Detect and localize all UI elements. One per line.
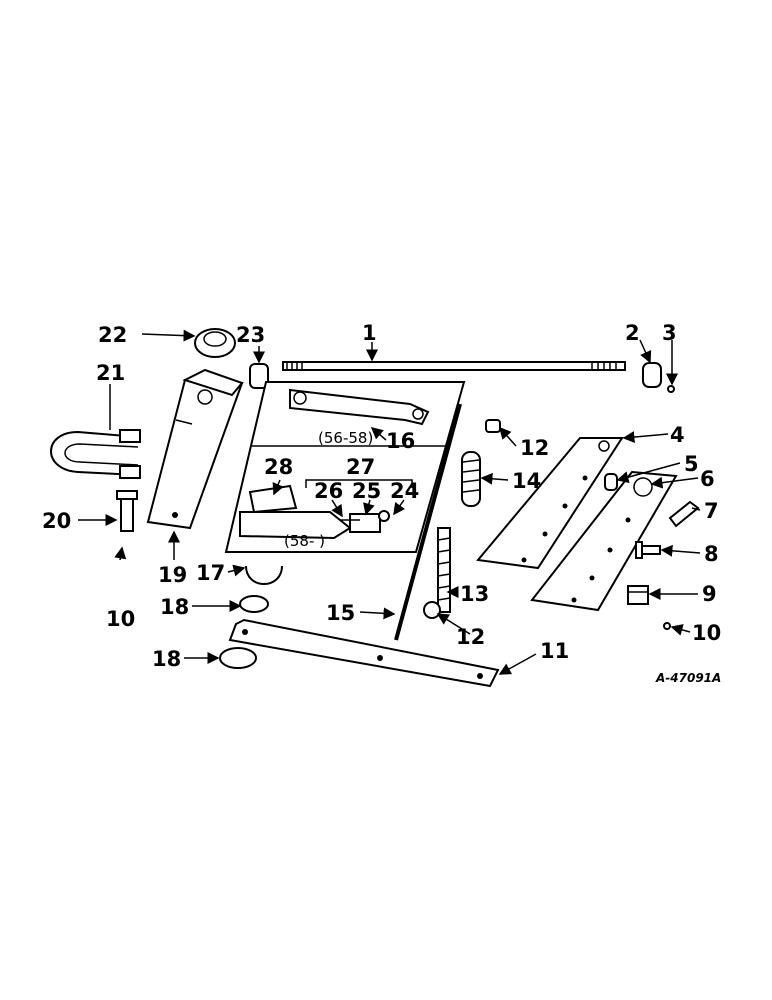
callout-5: 5	[684, 452, 699, 476]
callout-19: 19	[158, 563, 187, 587]
callout-7: 7	[704, 499, 719, 523]
callout-13: 13	[460, 582, 489, 606]
period-label-top: (56-58)	[318, 429, 373, 447]
callout-10-left: 10	[106, 607, 135, 631]
callout-6: 6	[700, 467, 715, 491]
callout-1: 1	[362, 321, 377, 345]
clevis-pin-part-8	[635, 541, 661, 559]
washer-part-18-upper	[239, 595, 269, 613]
callout-8: 8	[704, 542, 719, 566]
callout-26: 26	[314, 479, 343, 503]
callout-labels: 1 2 3 4 5 6 7 8 9 10 10 11 12 12 13 14 1…	[42, 321, 721, 671]
callout-3: 3	[662, 321, 677, 345]
callout-21: 21	[96, 361, 125, 385]
callout-28: 28	[264, 455, 293, 479]
callout-22: 22	[98, 323, 127, 347]
sleeve-nut-part-2	[642, 362, 662, 388]
bushing-part-22	[194, 328, 236, 358]
callout-12-lower: 12	[456, 625, 485, 649]
pin-part-5	[604, 473, 618, 491]
callout-10-right: 10	[692, 621, 721, 645]
spring-part-14	[461, 451, 481, 507]
washer-part-18-lower	[219, 647, 257, 669]
callout-20: 20	[42, 509, 71, 533]
clip-part-12-lower	[423, 601, 441, 619]
bracket-plate-part-19	[146, 368, 244, 530]
leader-lines	[78, 329, 701, 675]
control-rod-part-15	[394, 403, 462, 641]
threaded-spring-rod-part-13	[437, 527, 451, 613]
flat-bar-part-6	[530, 470, 678, 612]
callout-24: 24	[390, 479, 419, 503]
bolt-part-20	[116, 490, 138, 532]
nut-part-10-right	[663, 622, 671, 630]
bolt-part-9	[627, 585, 649, 605]
callout-9: 9	[702, 582, 717, 606]
callout-14: 14	[512, 469, 541, 493]
callout-16: 16	[386, 429, 415, 453]
clip-part-12-upper	[485, 419, 501, 433]
u-bolt-part-21	[50, 429, 141, 479]
callout-27: 27	[346, 455, 375, 479]
flat-bar-part-11	[228, 618, 500, 688]
callout-2: 2	[625, 321, 640, 345]
callout-18-lower: 18	[152, 647, 181, 671]
linkage-panel	[224, 381, 466, 553]
callout-18-upper: 18	[160, 595, 189, 619]
reference-code: A-47091A	[655, 671, 721, 685]
callout-23: 23	[236, 323, 265, 347]
small-nut-part-3	[667, 385, 675, 393]
callout-25: 25	[352, 479, 381, 503]
u-clip-part-17	[245, 565, 283, 585]
threaded-rod-part-1	[282, 361, 626, 371]
flat-bar-part-4	[476, 437, 624, 570]
callout-4: 4	[670, 423, 685, 447]
small-bushing-part-23	[249, 363, 269, 389]
callout-17: 17	[196, 561, 225, 585]
callout-15: 15	[326, 601, 355, 625]
cotter-pin-part-7	[668, 500, 700, 528]
callout-12-upper: 12	[520, 436, 549, 460]
period-label-bottom: (58- )	[284, 532, 325, 550]
callout-11: 11	[540, 639, 569, 663]
